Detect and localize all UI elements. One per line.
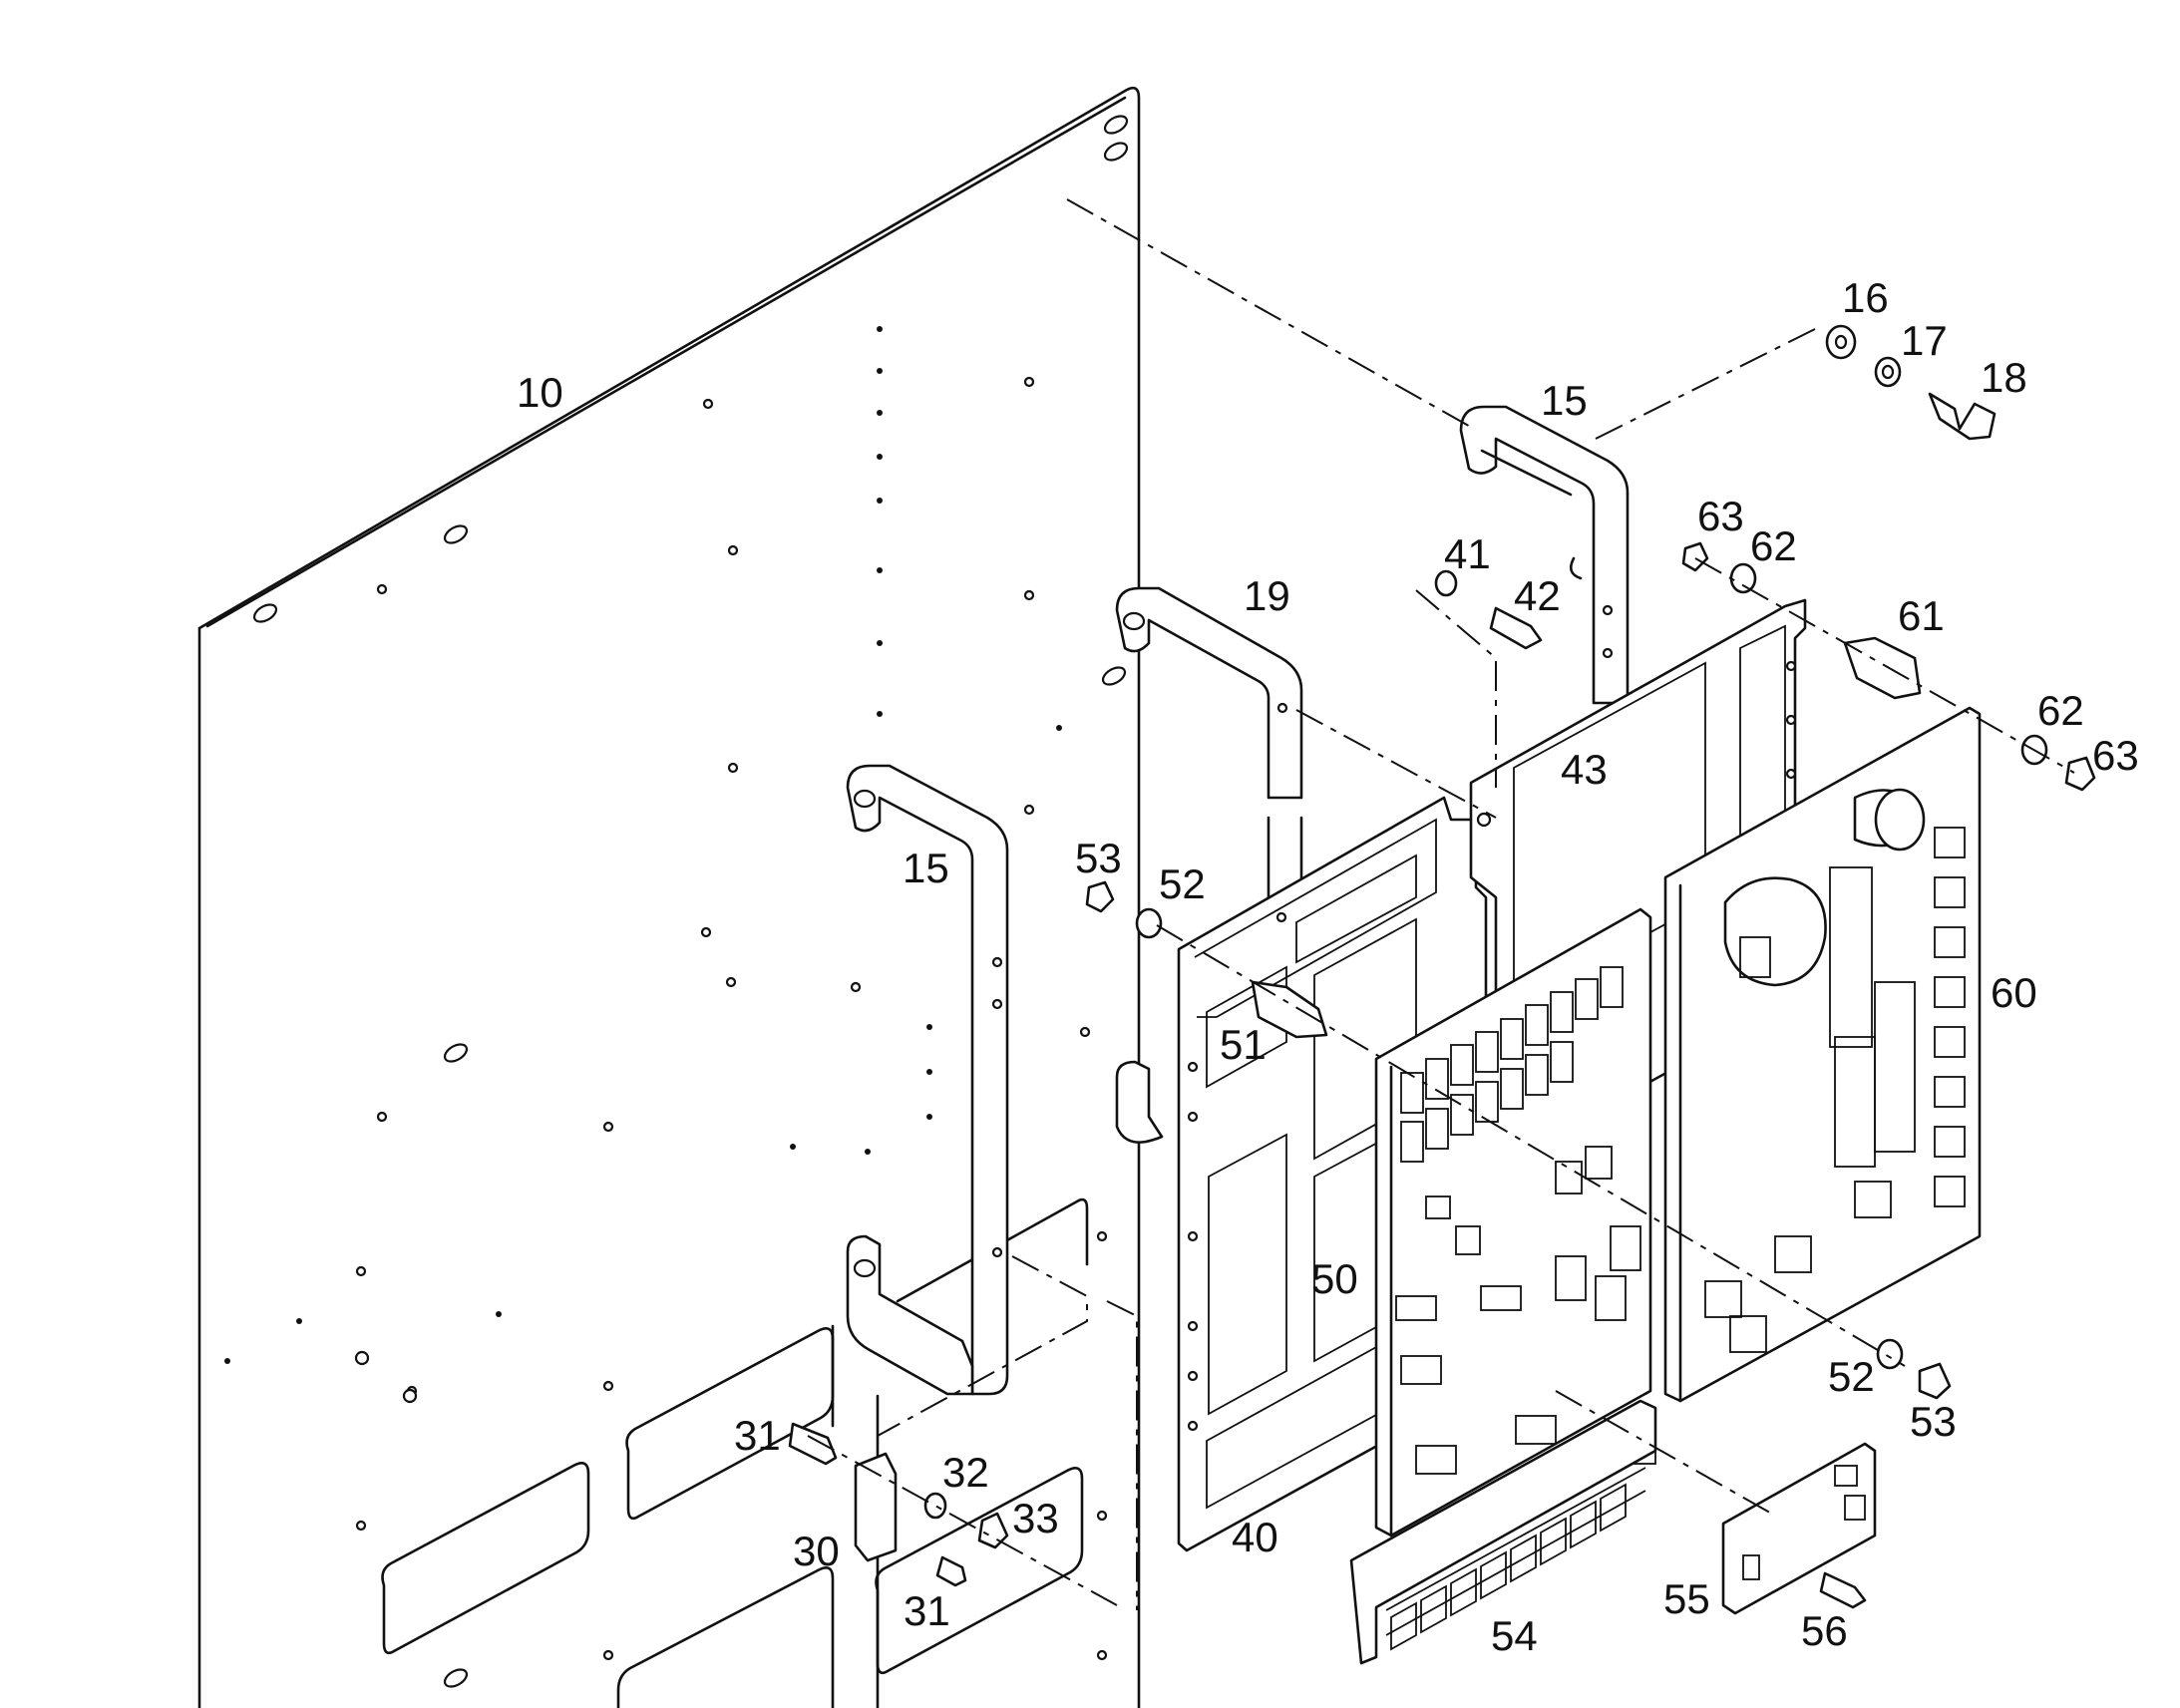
callout-51: 51 <box>1220 1021 1267 1068</box>
callout-55: 55 <box>1663 1575 1710 1622</box>
callout-56: 56 <box>1801 1607 1848 1654</box>
callout-63-right: 63 <box>2092 732 2139 779</box>
callout-41: 41 <box>1444 530 1491 577</box>
callout-42: 42 <box>1514 572 1561 619</box>
connector-strip-part-54 <box>1349 1399 1657 1665</box>
callout-19: 19 <box>1244 572 1290 619</box>
callout-32: 32 <box>942 1449 989 1496</box>
handle-part-15-left <box>846 764 1009 1396</box>
callout-52-left: 52 <box>1159 860 1206 907</box>
fasteners <box>788 324 2096 1609</box>
back-panel-part-10 <box>197 86 1141 1708</box>
callout-40: 40 <box>1232 1514 1278 1560</box>
assembly-lines <box>807 198 2075 1610</box>
circuit-board-part-60 <box>1663 706 1982 1403</box>
callout-15-left: 15 <box>903 845 949 891</box>
callout-16: 16 <box>1842 274 1889 321</box>
callout-61: 61 <box>1898 592 1945 639</box>
handle-part-15-right <box>1459 405 1630 705</box>
callout-53-left: 53 <box>1075 835 1122 881</box>
callout-43: 43 <box>1561 746 1608 793</box>
callout-15-right: 15 <box>1541 377 1588 424</box>
callout-30: 30 <box>793 1528 840 1574</box>
callout-60: 60 <box>1991 969 2037 1016</box>
circuit-board-part-50 <box>1374 907 1656 1537</box>
callout-10: 10 <box>517 369 563 416</box>
callout-63-top: 63 <box>1697 493 1744 539</box>
callout-31-top: 31 <box>734 1412 781 1459</box>
callout-31-bottom: 31 <box>904 1587 950 1634</box>
callout-62-right: 62 <box>2037 687 2084 734</box>
callout-62-top: 62 <box>1750 522 1797 569</box>
callout-52-right: 52 <box>1828 1353 1875 1400</box>
callout-54: 54 <box>1491 1612 1538 1659</box>
callout-50: 50 <box>1311 1255 1358 1302</box>
callout-17: 17 <box>1901 317 1948 364</box>
callout-labels: 10 15 15 16 17 18 19 30 31 31 32 33 40 4… <box>517 274 2139 1659</box>
callout-33: 33 <box>1012 1495 1059 1541</box>
small-board-part-55 <box>1721 1442 1877 1615</box>
callout-18: 18 <box>1981 354 2027 401</box>
callout-53-right: 53 <box>1910 1398 1957 1445</box>
